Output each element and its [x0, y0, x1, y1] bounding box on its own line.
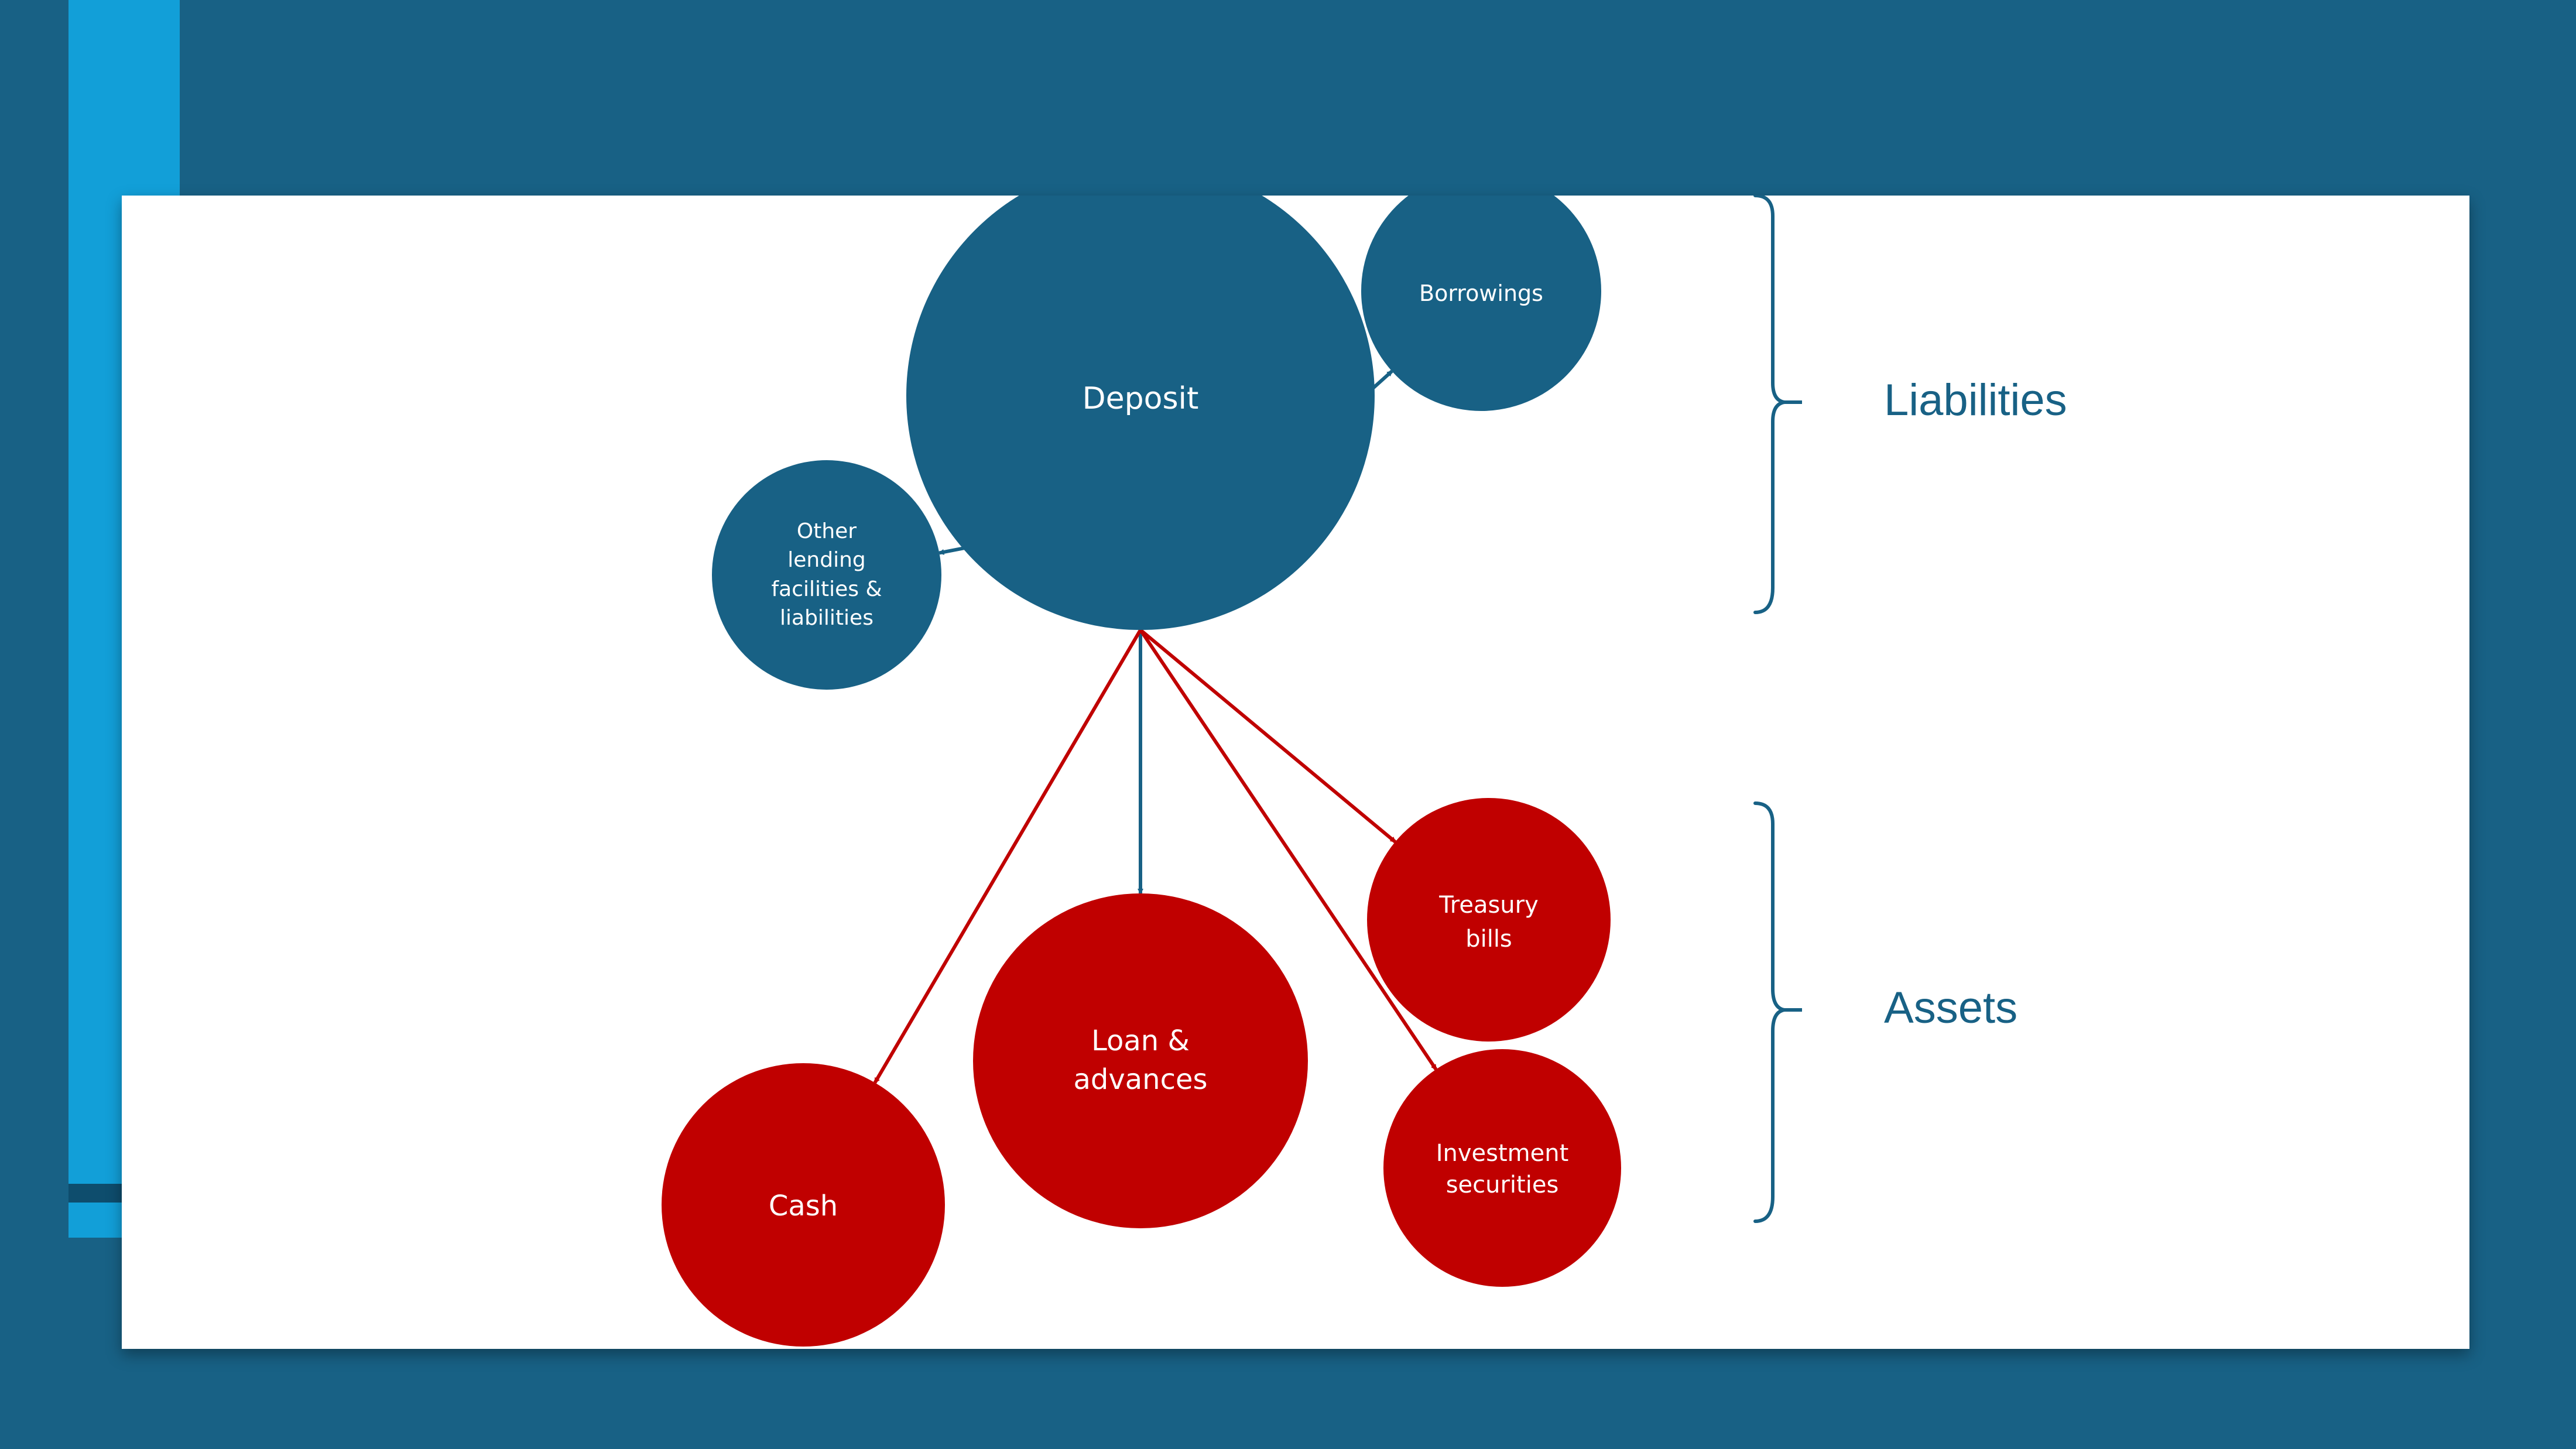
node-deposit-circle: [906, 196, 1375, 630]
edges: [873, 369, 1438, 1084]
node-investment-securities-circle: [1383, 1049, 1621, 1287]
edge-deposit-to-cash: [873, 629, 1142, 1084]
group-label-liabilities: Liabilities: [1884, 375, 2067, 425]
assets-brace-path: [1753, 801, 1802, 1223]
accent-bar-foot: [68, 1203, 122, 1238]
node-borrowings: Borrowings: [1361, 196, 1601, 411]
edge-deposit-to-investment-securities: [1139, 629, 1438, 1071]
group-label-assets: Assets: [1884, 983, 2017, 1033]
flow-diagram: Deposit Borrowings Other lending facilit…: [662, 196, 2067, 1347]
node-other-lending-circle: [712, 460, 941, 690]
liabilities-brace-path: [1753, 196, 1802, 614]
node-loan-advances-circle: [973, 893, 1308, 1228]
assets-brace: Assets: [1753, 801, 2017, 1223]
liabilities-brace: Liabilities: [1753, 196, 2067, 614]
node-loan-advances: Loan & advances: [973, 893, 1308, 1228]
diagram-panel: Deposit Borrowings Other lending facilit…: [122, 196, 2469, 1349]
node-other-lending-line-1: Other: [797, 519, 857, 543]
node-other-lending-line-4: liabilities: [780, 606, 873, 630]
accent-bar-divider: [68, 1184, 122, 1203]
node-borrowings-circle: [1361, 196, 1601, 411]
node-other-lending-line-3: facilities &: [771, 577, 882, 601]
node-cash-circle: [662, 1063, 945, 1347]
node-deposit-label: Deposit: [1083, 381, 1199, 416]
node-cash-label: Cash: [769, 1190, 838, 1222]
node-investment-securities-line-1: Investment: [1436, 1140, 1569, 1167]
node-investment-securities-line-2: securities: [1446, 1171, 1559, 1198]
node-loan-advances-line-2: advances: [1073, 1063, 1207, 1096]
node-treasury-bills: Treasury bills: [1367, 798, 1611, 1042]
node-other-lending-line-2: lending: [787, 548, 866, 572]
edge-deposit-to-treasury-bills: [1139, 628, 1397, 844]
node-treasury-bills-circle: [1367, 798, 1611, 1042]
node-investment-securities: Investment securities: [1383, 1049, 1621, 1287]
node-treasury-bills-line-1: Treasury: [1438, 892, 1539, 919]
node-borrowings-label: Borrowings: [1419, 280, 1543, 306]
node-loan-advances-line-1: Loan &: [1091, 1025, 1190, 1057]
node-cash: Cash: [662, 1063, 945, 1347]
node-deposit: Deposit: [906, 196, 1375, 630]
node-other-lending: Other lending facilities & liabilities: [712, 460, 941, 690]
node-treasury-bills-line-2: bills: [1465, 926, 1512, 953]
